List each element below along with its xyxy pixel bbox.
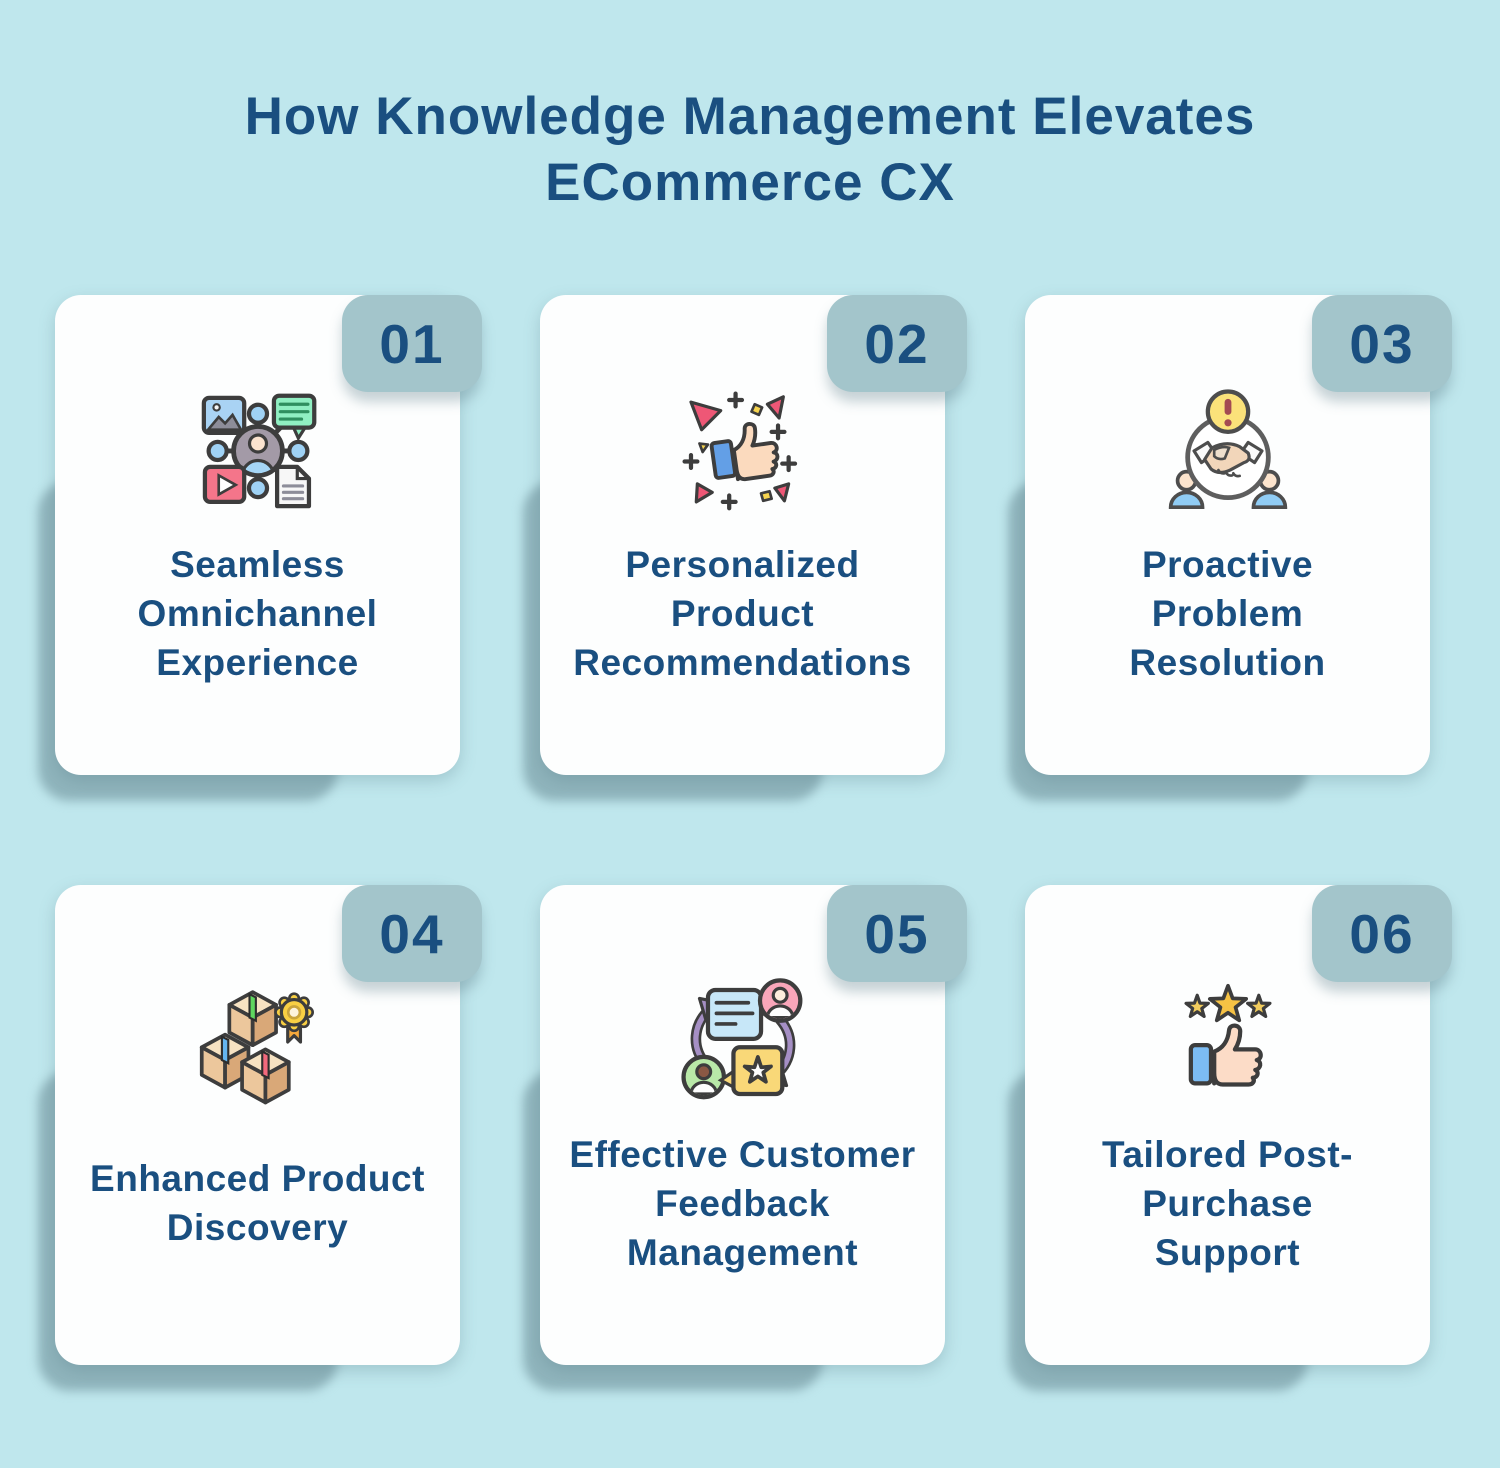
card-cell-06: Tailored Post- Purchase Support 06 <box>1008 885 1452 1391</box>
card-02-title: Personalized Product Recommendations <box>573 543 912 683</box>
card-cell-05: Effective Customer Feedback Management 0… <box>523 885 967 1391</box>
card-01-title: Seamless Omnichannel Experience <box>137 543 378 683</box>
card-02-icon-wrap <box>540 383 945 521</box>
page-title: How Knowledge Management Elevates EComme… <box>244 87 1256 212</box>
omnichannel-network-icon <box>201 393 316 509</box>
feedback-loop-icon <box>680 978 802 1100</box>
card-04-number-badge: 04 <box>342 885 482 982</box>
card-02-number-badge: 02 <box>827 295 967 392</box>
card-cell-03: Proactive Problem Resolution 03 <box>1008 295 1452 801</box>
card-05-number-badge: 05 <box>827 885 967 982</box>
card-04-icon-wrap <box>55 973 460 1111</box>
card-cell-04: Enhanced Product Discovery 04 <box>38 885 482 1391</box>
card-03-number-badge: 03 <box>1312 295 1452 392</box>
thumbs-up-confetti-icon <box>681 391 797 511</box>
card-03-icon-wrap <box>1025 383 1430 521</box>
card-06-number-badge: 06 <box>1312 885 1452 982</box>
card-01-number-badge: 01 <box>342 295 482 392</box>
card-01-icon-wrap <box>55 383 460 521</box>
thumbs-up-stars-icon <box>1183 983 1272 1087</box>
card-06-icon-wrap <box>1025 973 1430 1111</box>
cards-grid: Seamless Omnichannel Experience 01 <box>38 295 1452 1391</box>
card-04-title: Enhanced Product Discovery <box>90 1158 425 1248</box>
product-boxes-award-icon <box>199 990 314 1105</box>
card-cell-02: Personalized Product Recommendations 02 <box>523 295 967 801</box>
card-05-title: Effective Customer Feedback Management <box>569 1133 916 1273</box>
card-05-icon-wrap <box>540 973 945 1111</box>
handshake-alert-icon <box>1168 389 1287 510</box>
card-cell-01: Seamless Omnichannel Experience 01 <box>38 295 482 801</box>
card-06-title: Tailored Post- Purchase Support <box>1102 1133 1353 1273</box>
card-03-title: Proactive Problem Resolution <box>1129 543 1326 683</box>
